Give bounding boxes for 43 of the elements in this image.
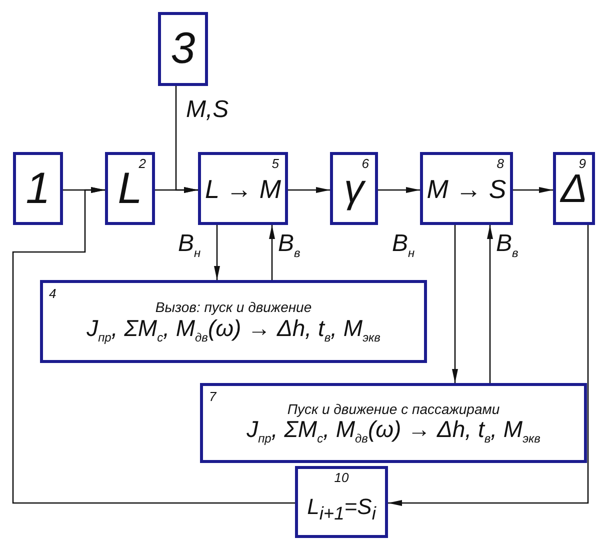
block-heading: Пуск и движение с пассажирами xyxy=(287,402,500,418)
block-box xyxy=(330,152,378,225)
block-number: 6 xyxy=(362,157,369,170)
formula: J$_{пр}$, ΣM$_{c}$, M$_{дв}$(ω) → Δh, t$_{в}$, M$_{экв}$ xyxy=(86,316,380,345)
arrow xyxy=(513,187,553,193)
block-number: 5 xyxy=(272,157,279,170)
formula: J$_{пр}$, ΣM$_{c}$, M$_{дв}$(ω) → Δh, t$_{в}$, M$_{экв}$ xyxy=(246,417,540,446)
block-number: 10 xyxy=(334,471,349,484)
arrow xyxy=(175,86,198,193)
arrow xyxy=(487,225,493,383)
edge-label: B$_{н}$ xyxy=(178,232,201,259)
block-label: 3 xyxy=(170,27,196,71)
block-label: M → S xyxy=(426,176,506,202)
block-box xyxy=(13,152,63,225)
arrow xyxy=(388,225,589,506)
arrow xyxy=(288,187,330,193)
process-box xyxy=(40,280,427,363)
block-heading: Вызов: пуск и движение xyxy=(155,300,312,316)
block-box xyxy=(420,152,513,225)
block-box xyxy=(553,152,595,225)
block-box xyxy=(158,12,208,86)
arrow xyxy=(12,187,295,504)
arrow xyxy=(214,225,220,280)
edge-label: M,S xyxy=(186,98,229,122)
block-label: 1 xyxy=(26,166,50,210)
block-number: 9 xyxy=(578,157,586,170)
block-number: 4 xyxy=(49,287,56,300)
edge-label: B$_{н}$ xyxy=(392,232,415,259)
block-number: 8 xyxy=(496,157,504,170)
edge-label: B$_{в}$ xyxy=(496,232,518,259)
block-number: 7 xyxy=(209,390,216,403)
block-label: L$_{i+1}$=S$_{i}$ xyxy=(307,496,376,522)
block-label: Δ xyxy=(560,168,588,208)
arrow xyxy=(378,187,420,193)
block-label: γ xyxy=(344,168,364,208)
block-box xyxy=(295,466,388,538)
process-box xyxy=(200,383,587,463)
block-box xyxy=(198,152,288,225)
arrow xyxy=(269,225,275,280)
edge-label: B$_{в}$ xyxy=(278,232,300,259)
block-label: L → M xyxy=(204,176,282,202)
block-box xyxy=(105,152,155,225)
arrow xyxy=(452,225,458,383)
